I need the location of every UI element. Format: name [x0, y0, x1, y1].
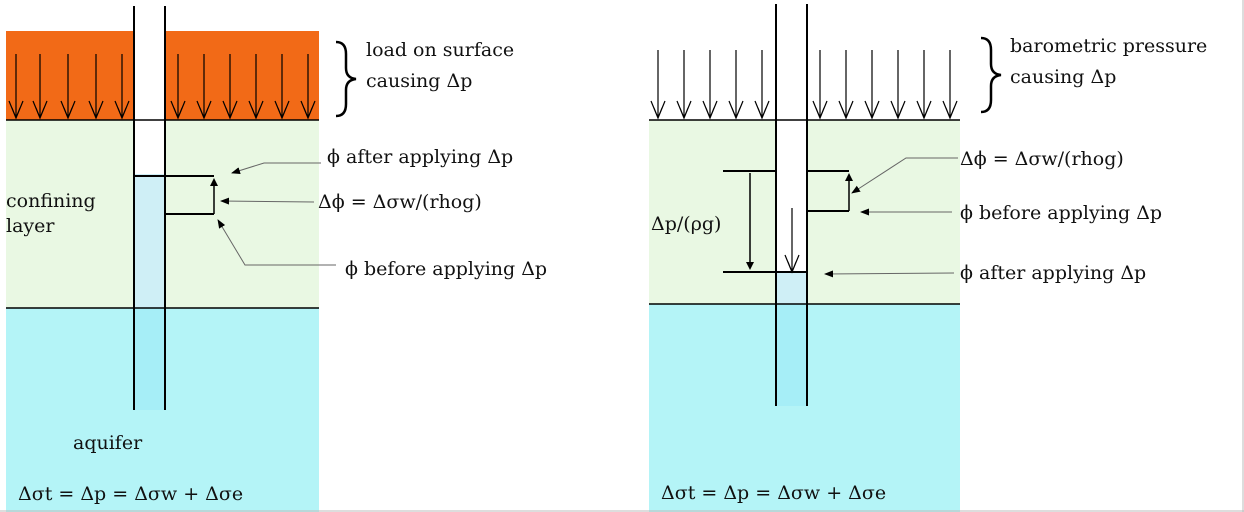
right-baro-label-line2: causing Δp [1010, 66, 1116, 88]
left-leader-after [231, 162, 321, 174]
left-leader-delta [220, 197, 315, 205]
right-panel: barometric pressure causing Δp Δϕ = Δσw/… [649, 0, 1207, 512]
right-delta-phi-label: Δϕ = Δσw/(rhog) [960, 148, 1124, 170]
right-curly-brace [980, 36, 1002, 114]
left-load-label-line2: causing Δp [366, 70, 472, 92]
right-phi-after-label: ϕ after applying Δp [960, 262, 1146, 284]
right-well-water-aquifer [776, 304, 807, 406]
left-phi-after-label: ϕ after applying Δp [327, 146, 513, 168]
left-phi-before-label: ϕ before applying Δp [345, 258, 547, 280]
left-curly-brace [335, 40, 357, 118]
right-baro-label-line1: barometric pressure [1010, 35, 1207, 57]
left-well-water-aquifer [134, 308, 165, 410]
right-leader-delta [851, 157, 958, 194]
right-leader-after [824, 270, 955, 278]
left-panel: load on surface causing Δp ϕ after apply… [6, 0, 547, 512]
left-load-label-line1: load on surface [366, 39, 514, 61]
right-pressure-arrows [650, 50, 958, 274]
right-equation: Δσt = Δp = Δσw + Δσe [661, 482, 886, 504]
left-equation: Δσt = Δp = Δσw + Δσe [18, 483, 243, 505]
left-well-water [134, 174, 165, 308]
left-load-arrows [8, 54, 316, 120]
aquifer-label: aquifer [73, 432, 143, 454]
right-well-water [776, 272, 807, 304]
confining-layer-label-line1: confining [6, 190, 96, 212]
confining-layer-label-line2: layer [6, 215, 55, 237]
left-delta-phi-label: Δϕ = Δσw/(rhog) [318, 191, 482, 213]
left-leader-before [217, 219, 336, 266]
right-dp-rho-g-label: Δp/(ρg) [651, 213, 721, 235]
right-phi-before-label: ϕ before applying Δp [960, 202, 1162, 224]
